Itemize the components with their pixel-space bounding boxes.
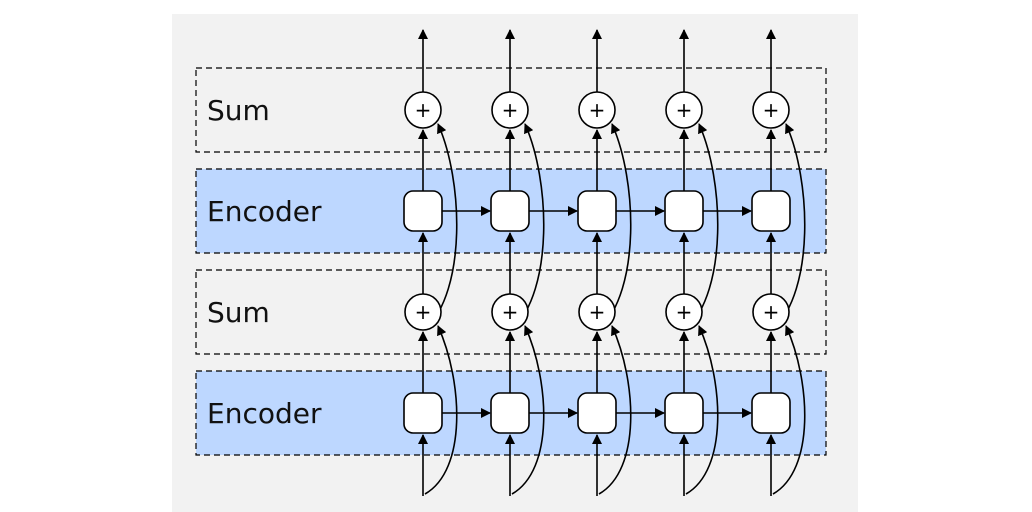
residual-skip-arrow <box>685 325 719 495</box>
plus-symbol: + <box>676 98 693 122</box>
sum-node: + <box>491 91 529 129</box>
encoder-layer-label: Encoder <box>207 195 322 228</box>
sum-node: + <box>578 293 616 331</box>
encoder-cell <box>577 392 617 434</box>
plus-symbol: + <box>502 98 519 122</box>
sum-circle <box>752 293 790 331</box>
encoder-cell <box>751 190 791 232</box>
residual-skip-arrow <box>424 325 458 495</box>
encoder-layer-label: Encoder <box>207 397 322 430</box>
residual-skip-arrow <box>511 325 545 495</box>
sum-circle <box>404 293 442 331</box>
plus-symbol: + <box>763 98 780 122</box>
residual-skip-arrow <box>772 325 806 495</box>
encoder-cell <box>403 392 443 434</box>
encoder-cell <box>490 190 530 232</box>
encoder-cell <box>577 190 617 232</box>
sum-circle <box>665 293 703 331</box>
sum-node: + <box>491 293 529 331</box>
residual-skip-arrow <box>598 325 632 495</box>
sum-node: + <box>665 91 703 129</box>
sum-node: + <box>578 91 616 129</box>
sum-node: + <box>752 293 790 331</box>
plus-symbol: + <box>589 98 606 122</box>
plus-symbol: + <box>589 300 606 324</box>
sum-node: + <box>404 91 442 129</box>
sum-node: + <box>752 91 790 129</box>
sum-circle <box>578 293 616 331</box>
sum-node: + <box>665 293 703 331</box>
sum-circle <box>578 91 616 129</box>
sum-circle <box>752 91 790 129</box>
plus-symbol: + <box>415 300 432 324</box>
sum-layer-label: Sum <box>207 296 270 329</box>
sum-circle <box>665 91 703 129</box>
plus-symbol: + <box>502 300 519 324</box>
plus-symbol: + <box>763 300 780 324</box>
plus-symbol: + <box>676 300 693 324</box>
sum-circle <box>491 91 529 129</box>
sum-node: + <box>404 293 442 331</box>
encoder-cell <box>664 392 704 434</box>
sum-circle <box>491 293 529 331</box>
plus-symbol: + <box>415 98 432 122</box>
encoder-cell <box>751 392 791 434</box>
sum-circle <box>404 91 442 129</box>
sum-layer-label: Sum <box>207 94 270 127</box>
encoder-cell <box>403 190 443 232</box>
encoder-cell <box>490 392 530 434</box>
encoder-cell <box>664 190 704 232</box>
